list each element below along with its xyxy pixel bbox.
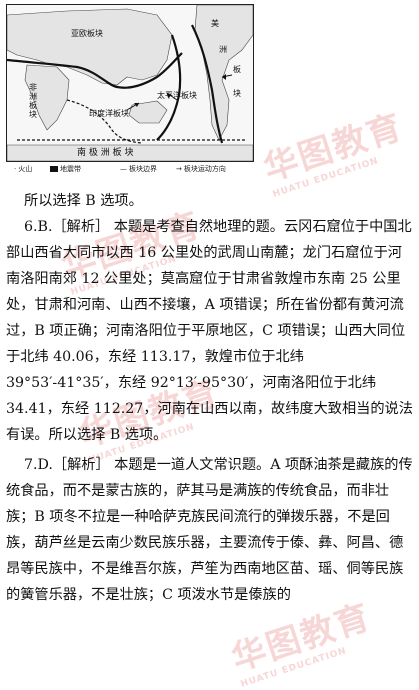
motion-arrow-1-head [134,103,139,107]
label-american-plate-4: 块 [233,89,241,98]
motion-arrow-icon: → [176,165,182,173]
legend-quake-label: 地震带 [60,165,81,173]
watermark-1-cn: 华图教育 [258,106,409,190]
answer-7-explanation: 7.D.［解析］ 本题是一道人文常识题。A 项酥油茶是藏族的传统食品，而不是蒙古… [6,457,413,603]
volcano-icon: · [14,165,17,173]
line-conclusion-prev: 所以选择 B 选项。 [24,193,143,209]
label-african-plate: 非洲板块 [29,83,37,119]
plate-map-figure: 亚欧板块 非洲板块 印度洋板块 太平洋板块 美 洲 板 块 南 极 洲 板 块 [6,4,254,162]
document-body: 所以选择 B 选项。 6.B.［解析］ 本题是考查自然地理的题。云冈石窟位于中国… [6,188,413,608]
legend-volcano: · 火山 [14,164,32,174]
label-eurasian-plate: 亚欧板块 [71,29,103,38]
label-american-plate-2: 洲 [219,45,227,54]
label-pacific-plate: 太平洋板块 [157,91,197,100]
legend-quake: 地震带 [50,164,81,174]
boundary-line-3 [191,24,224,144]
motion-arrow-2-head [167,93,172,98]
landmass-australia [128,100,168,124]
legend-motion: → 板块运动方向 [176,164,226,174]
label-antarctic-plate: 南 极 洲 板 块 [77,148,134,158]
boundary-line-4 [66,99,143,144]
boundary-line-1 [7,52,183,89]
boundary-line-2 [156,34,182,141]
legend-motion-label: 板块运动方向 [183,165,226,173]
watermark-4-en: HUATU EDUCATION [239,646,349,690]
legend-volcano-label: 火山 [18,165,33,173]
label-american-plate-1: 美 [211,19,219,28]
plate-map-graphic [7,5,253,161]
map-legend: · 火山 地震带 — 板块边界 → 板块运动方向 [10,164,250,176]
boundary-line-icon: — [120,165,127,173]
legend-boundary-label: 板块边界 [129,165,157,173]
quake-belt-icon [50,166,58,172]
motion-arrow-3-head [222,74,226,80]
landmass-americas [194,5,253,141]
label-american-plate-3: 板 [233,65,241,74]
landmass-antarctica [7,144,253,161]
answer-6-explanation: 6.B.［解析］ 本题是考查自然地理的题。云冈石窟位于中国北部山西省大同市以西 … [6,219,413,443]
label-indian-ocean-plate: 印度洋板块 [89,109,129,118]
landmass-africa [24,64,70,131]
landmass-eurasia [7,8,173,86]
legend-boundary: — 板块边界 [120,164,157,174]
watermark-1: 华图教育 HUATU EDUCATION [256,99,411,200]
